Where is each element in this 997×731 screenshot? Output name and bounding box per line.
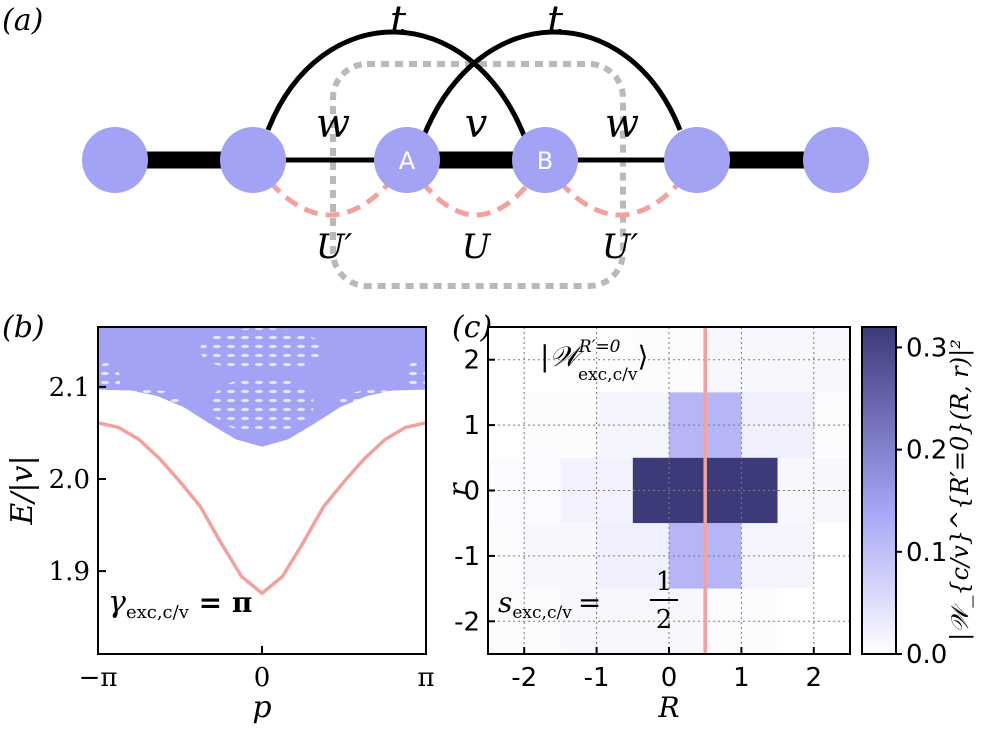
panel-b-berry-phase-annotation: γexc,c/v = π <box>108 585 252 623</box>
s-annotation-subscript: exc,c/v <box>512 603 572 623</box>
b-ytick-label: 2.1 <box>49 373 90 403</box>
panel-c-ylabel: r <box>442 482 475 497</box>
inset-label-sup: R′=0 <box>578 337 621 357</box>
colorbar-label: |𝒲_{c/v}^{R′=0}(R, r)|² <box>946 339 975 641</box>
hopping-arc-t-right <box>420 29 683 139</box>
panel-c-xticks: -2 -1 0 1 2 <box>511 647 822 693</box>
inset-label-main: |𝒲 <box>540 340 585 373</box>
interaction-label-u-prime-right: U′ <box>602 227 639 267</box>
c-xtick-label: -1 <box>584 663 610 693</box>
heatmap-s-annotation: sexc,c/v = 1 2 <box>498 567 678 635</box>
colorbar-ticks: 0.0 0.1 0.2 0.3 <box>896 333 947 670</box>
hopping-label-v: v <box>465 101 488 147</box>
annotation-gamma-value: = π <box>189 586 252 619</box>
panel-c-label: (c) <box>452 310 492 345</box>
heatmap-cell <box>524 523 597 589</box>
panel-b-xticks: −π 0 π <box>79 646 435 693</box>
c-ytick-label: 2 <box>463 346 480 376</box>
heatmap-cell <box>524 392 597 458</box>
inset-label-sub: exc,c/v <box>578 365 638 385</box>
long-range-interaction-loop <box>330 61 626 289</box>
c-xtick-label: 2 <box>806 663 823 693</box>
site-label-a: A <box>399 147 416 175</box>
panel-b-xlabel: p <box>252 690 271 725</box>
c-xtick-label: 1 <box>733 663 750 693</box>
interaction-arc-u-prime-left <box>268 180 392 218</box>
c-ytick-label: 1 <box>463 411 480 441</box>
heatmap-cell <box>741 523 814 589</box>
c-xtick-label: -2 <box>511 663 537 693</box>
site-a <box>374 127 440 193</box>
site-right <box>664 127 730 193</box>
heatmap-cell <box>741 392 814 458</box>
continuum-band-texture <box>98 328 426 433</box>
c-xtick-label: 0 <box>661 663 678 693</box>
s-annotation-text: sexc,c/v = <box>498 586 601 623</box>
interaction-arc-u <box>420 180 532 218</box>
annotation-gamma-subscript: exc,c/v <box>126 602 190 623</box>
panel-b-chart: (b) 1.9 <box>2 310 435 725</box>
interaction-label-u-prime-left: U′ <box>316 227 353 267</box>
hopping-label-w-left: w <box>316 101 350 147</box>
heatmap-grid <box>488 327 850 654</box>
panel-a-label: (a) <box>2 3 43 38</box>
panel-c-yticks: -2 -1 0 1 2 <box>454 346 495 637</box>
s-annotation-numerator: 1 <box>656 567 673 597</box>
colorbar-tick-label: 0.3 <box>906 333 947 363</box>
colorbar-tick-label: 0.1 <box>906 538 947 568</box>
site-label-b: B <box>537 147 553 175</box>
b-ytick-label: 1.9 <box>49 557 90 587</box>
c-ytick-label: -1 <box>454 542 480 572</box>
s-annotation-equals: = <box>578 586 601 619</box>
c-ytick-label: -2 <box>454 607 480 637</box>
heatmap-inset-label: |𝒲R′=0 <box>540 337 621 373</box>
hopping-label-w-right: w <box>605 101 639 147</box>
hopping-label-t-left: t <box>390 0 407 44</box>
interaction-label-u: U <box>462 227 492 267</box>
inset-label-close: ⟩ <box>637 340 648 373</box>
c-ytick-label: 0 <box>463 477 480 507</box>
exciton-dispersion-line <box>98 421 426 596</box>
colorbar-tick-label: 0.0 <box>906 640 947 670</box>
panel-b-yticks: 1.9 2.0 2.1 <box>49 373 106 587</box>
b-xtick-label: π <box>417 663 434 693</box>
interaction-arc-u-prime-right <box>558 180 682 218</box>
s-annotation-denominator: 2 <box>656 605 673 635</box>
s-annotation-main: s <box>498 586 512 619</box>
hopping-label-t-right: t <box>547 0 564 44</box>
colorbar-tick-label: 0.2 <box>906 436 947 466</box>
panel-b-label: (b) <box>2 310 45 345</box>
panel-c-xlabel: R <box>657 691 679 724</box>
site-far-right <box>803 127 869 193</box>
b-xtick-label: −π <box>79 663 118 693</box>
panel-b-ylabel: E/|v| <box>5 455 40 525</box>
colorbar <box>861 326 897 655</box>
site-far-left <box>82 127 148 193</box>
annotation-gamma: γ <box>108 585 126 620</box>
site-b <box>512 127 578 193</box>
b-xtick-label: 0 <box>254 663 271 693</box>
site-left <box>220 127 286 193</box>
hopping-arc-t-left <box>265 29 528 139</box>
panel-a-diagram: (a) A B t t w v w U′ U U′ <box>2 0 869 289</box>
heatmap-inset-label-lower: exc,c/v⟩ <box>578 340 648 385</box>
b-ytick-label: 2.0 <box>49 465 90 495</box>
